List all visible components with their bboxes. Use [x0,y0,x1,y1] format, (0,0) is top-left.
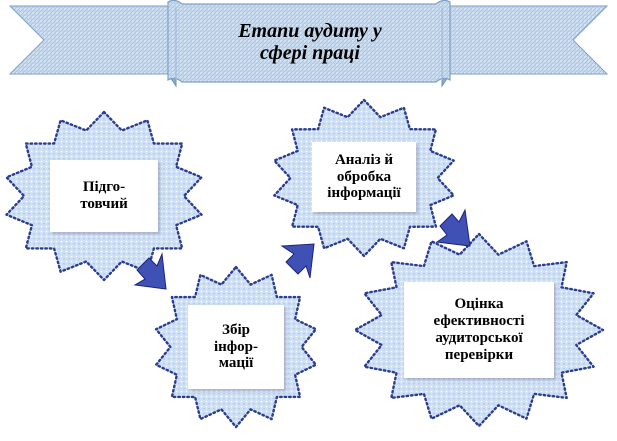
stage-3-line-3: інформації [327,185,401,202]
banner-title-line-2: сфері праці [260,42,360,64]
stage-1-line-1: Підго- [82,179,126,196]
banner-title: Етапи аудиту у сфері праці [180,14,440,70]
stage-box-analysis: Аналіз й обробка інформації [312,142,416,212]
stage-4-line-2: ефективності [433,313,525,330]
stage-4-line-3: аудиторської [435,330,523,346]
stage-4-line-1: Оцінка [454,296,504,313]
arrow-3-to-4 [435,208,471,247]
flow-arrows [133,208,471,290]
stage-4-line-4: перевірки [444,346,514,363]
stage-2-line-1: Збір [222,321,250,338]
banner-center [167,0,451,83]
stage-3-line-1: Аналіз й [334,151,394,168]
arrow-2-to-3 [280,243,315,279]
stage-2-line-2: інфор- [213,338,259,355]
banner-right-tail [449,5,609,75]
stage-3-line-2: обробка [336,168,392,185]
banner-left-tail [8,5,169,75]
stage-box-evaluation: Оцінка ефективності аудиторської перевір… [404,282,554,378]
title-banner [8,0,609,88]
arrow-1-to-2 [133,252,167,290]
banner-title-line-1: Етапи аудиту у [238,20,382,42]
stage-box-preparatory: Підго- товчий [50,160,158,232]
stage-box-data-collection: Збір інфор- мації [188,305,284,389]
stage-2-line-3: мації [218,355,254,372]
stage-1-line-2: товчий [80,196,128,212]
